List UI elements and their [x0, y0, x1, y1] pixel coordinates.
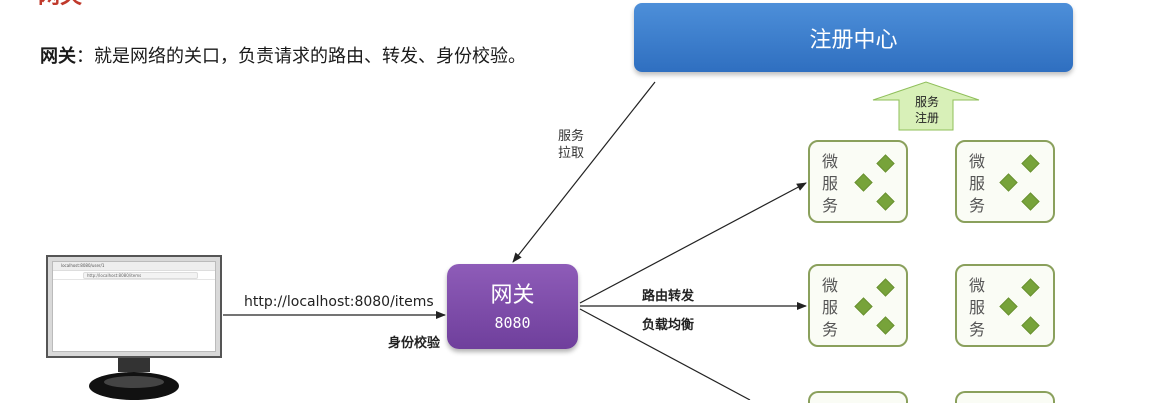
intro-description: 就是网络的关口，负责请求的路由、转发、身份校验。: [94, 46, 526, 67]
diamond-icon: [999, 173, 1018, 192]
gateway-name: 网关: [490, 282, 535, 308]
auth-label: 身份校验: [388, 336, 441, 351]
page-title: 网关: [38, 0, 82, 8]
microservice-box: 微服务: [955, 140, 1055, 223]
diamond-icon: [1021, 154, 1040, 173]
diamond-icon: [1021, 316, 1040, 335]
diamond-icon: [999, 297, 1018, 316]
load-balance-label: 负载均衡: [642, 318, 695, 333]
microservice-label: 微服务: [822, 276, 839, 339]
browser-window: localhost:8080/user/1 http://localhost:8…: [52, 261, 216, 352]
microservice-label: 微服务: [969, 152, 986, 215]
intro-separator: ：: [76, 46, 94, 67]
browser-toolbar: http://localhost:8080/items: [53, 271, 215, 280]
intro-term: 网关: [40, 46, 76, 67]
browser-address-bar: http://localhost:8080/items: [83, 272, 198, 279]
request-url-label: http://localhost:8080/items: [244, 294, 434, 310]
service-register-label: 服务 注册: [914, 95, 939, 125]
microservice-box: 微服务: [808, 264, 908, 347]
service-pull-label: 服务 拉取: [558, 129, 585, 161]
diamond-icon: [876, 316, 895, 335]
browser-tab: localhost:8080/user/1: [53, 262, 215, 271]
diamond-icon: [854, 173, 873, 192]
microservice-box-partial: [808, 391, 908, 403]
monitor-stand: [89, 372, 179, 400]
microservice-label: 微服务: [822, 152, 839, 215]
monitor-neck: [118, 358, 150, 372]
intro-text: 网关：就是网络的关口，负责请求的路由、转发、身份校验。: [40, 45, 526, 69]
diamond-icon: [876, 278, 895, 297]
route-arrow-bottom: [579, 308, 751, 400]
route-arrow-top: [579, 182, 807, 304]
gateway-port: 8080: [494, 313, 531, 332]
registry-center-box: 注册中心: [634, 3, 1073, 72]
diamond-icon: [876, 192, 895, 211]
diamond-icon: [854, 297, 873, 316]
registry-center-label: 注册中心: [809, 27, 898, 53]
microservice-label: 微服务: [969, 276, 986, 339]
microservice-box: 微服务: [808, 140, 908, 223]
route-forward-label: 路由转发: [642, 289, 695, 304]
service-pull-arrow: [512, 81, 656, 263]
service-register-arrow: [872, 81, 980, 131]
diamond-icon: [1021, 278, 1040, 297]
gateway-box: 网关 8080: [447, 264, 578, 349]
microservice-box-partial: [955, 391, 1055, 403]
monitor-frame: localhost:8080/user/1 http://localhost:8…: [46, 255, 222, 358]
microservice-box: 微服务: [955, 264, 1055, 347]
diamond-icon: [876, 154, 895, 173]
diamond-icon: [1021, 192, 1040, 211]
